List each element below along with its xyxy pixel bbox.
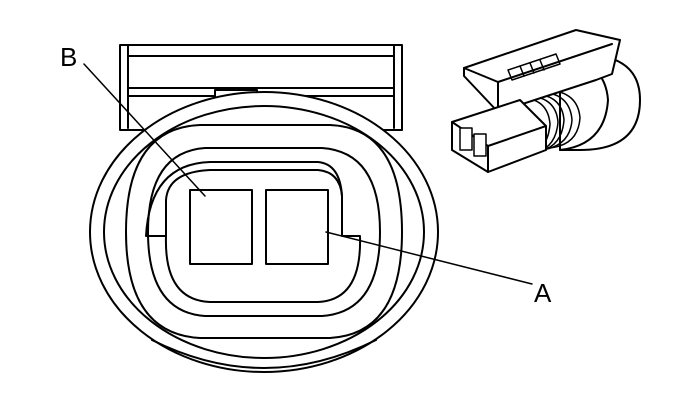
callout-a-label: A bbox=[534, 278, 552, 308]
connector-face-view bbox=[89, 44, 439, 373]
callout-a-leader bbox=[325, 231, 533, 285]
callout-b-label: B bbox=[60, 42, 77, 72]
connector-isometric-view bbox=[451, 29, 641, 173]
connector-seal-ring-inner bbox=[147, 147, 381, 317]
terminal-b bbox=[189, 189, 253, 265]
callout-a: A bbox=[325, 231, 552, 308]
connector-outer-shell bbox=[89, 91, 439, 373]
callout-b-leader bbox=[83, 63, 206, 197]
terminal-a bbox=[265, 189, 329, 265]
connector-bottom-rim bbox=[151, 339, 377, 369]
callout-b: B bbox=[60, 42, 206, 197]
connector-seal-ring-middle bbox=[125, 124, 403, 339]
connector-seal-ring-outer bbox=[103, 105, 425, 359]
